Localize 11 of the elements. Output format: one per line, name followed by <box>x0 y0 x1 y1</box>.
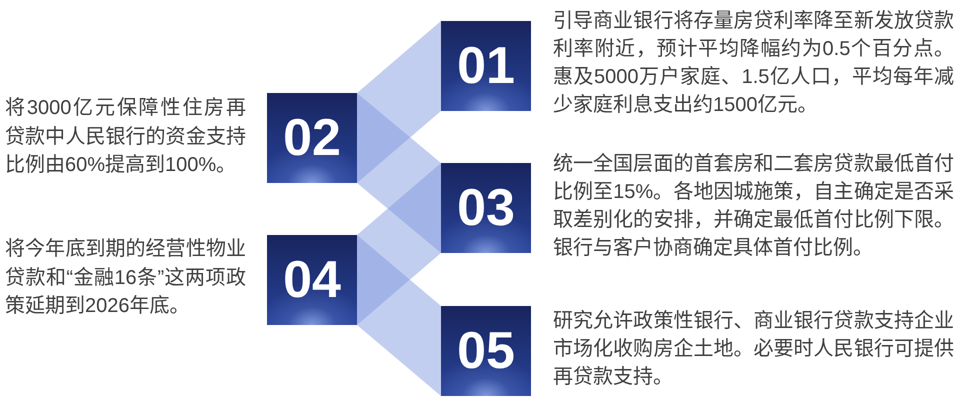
number-tile: 02 <box>267 93 357 183</box>
number-tile: 04 <box>267 235 357 325</box>
number-tile: 03 <box>441 163 531 253</box>
description-text: 统一全国层面的首套房和二套房贷款最低首付比例至15%。各地因城施策，自主确定是否采取差别化的安排，并确定最低首付比例下限。银行与客户协商确定具体首付比例。 <box>553 152 954 261</box>
description-text: 研究允许政策性银行、商业银行贷款支持企业市场化收购房企土地。必要时人民银行可提供再贷款支持。 <box>553 308 954 390</box>
description-text: 将今年底到期的经营性物业贷款和“金融16条”这两项政策延期到2026年底。 <box>5 237 246 319</box>
number-tile: 01 <box>441 21 531 111</box>
number-tile: 05 <box>441 306 531 396</box>
description-text: 将3000亿元保障性住房再贷款中人民银行的资金支持比例由60%提高到100%。 <box>5 96 246 178</box>
description-text: 引导商业银行将存量房贷利率降至新发放贷款利率附近，预计平均降幅约为0.5个百分点。惠及5000万户家庭、1.5亿人口，平均每年减少家庭利息支出约1500亿元。 <box>553 9 954 118</box>
connector-band <box>357 235 441 396</box>
